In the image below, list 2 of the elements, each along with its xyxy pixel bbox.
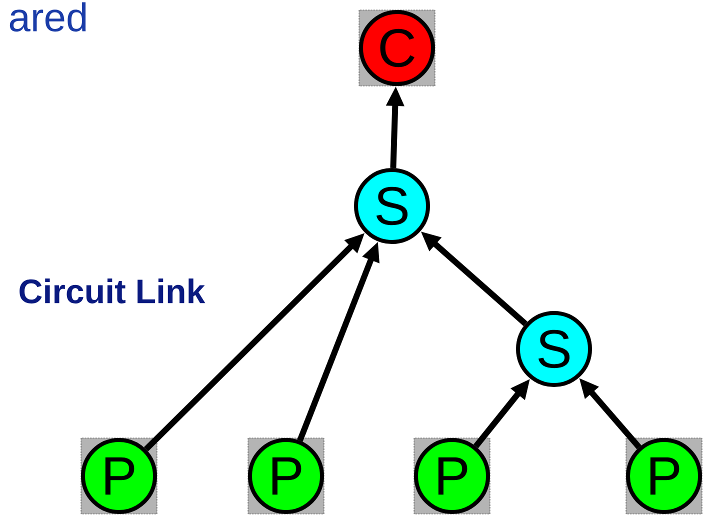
title: ared xyxy=(10,2,86,32)
link-label: Circuit Link xyxy=(20,278,206,304)
